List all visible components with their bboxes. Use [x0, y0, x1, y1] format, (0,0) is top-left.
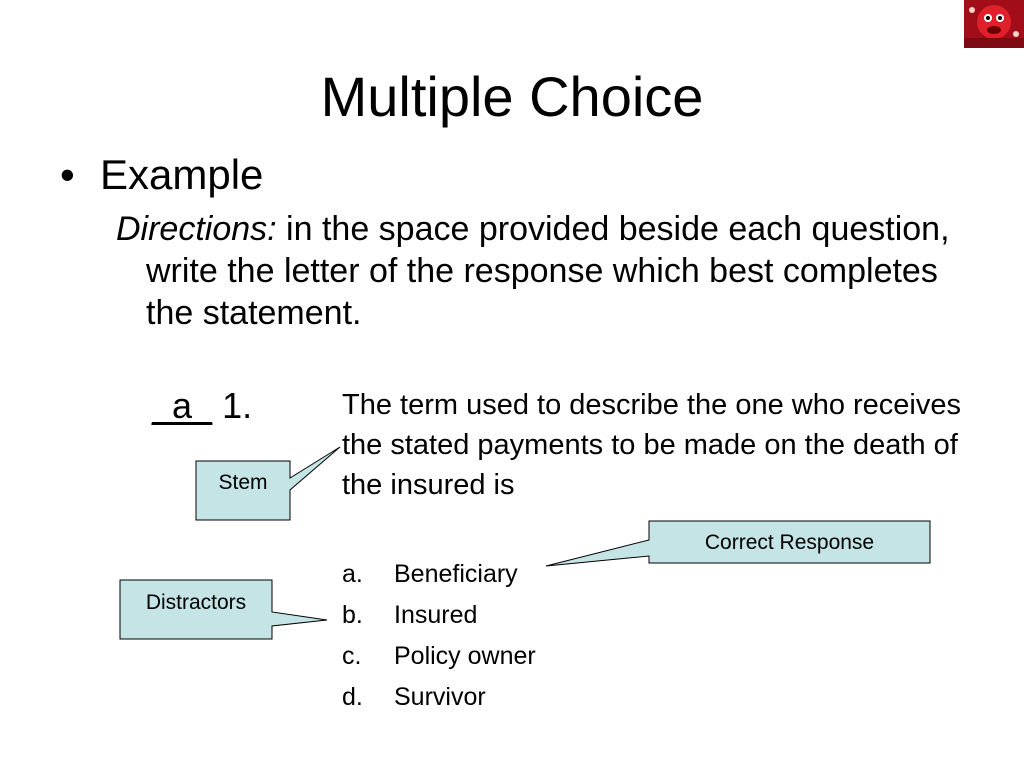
stem-callout-shape	[195, 446, 341, 521]
stem-callout-label: Stem	[218, 471, 268, 494]
options-list: a. Beneficiary b. Insured c. Policy owner d…	[342, 554, 536, 718]
distractors-callout-label: Distractors	[145, 591, 247, 614]
bullet-text: Example	[100, 151, 264, 198]
option-letter: a.	[342, 560, 363, 588]
option-text: Insured	[394, 601, 478, 629]
directions-label: Directions:	[116, 210, 277, 248]
answer-blank: _a_	[152, 385, 213, 426]
list-item: a. Beneficiary	[342, 554, 536, 595]
mascot-icon	[964, 0, 1024, 48]
answer-line: _a_ 1.	[152, 384, 252, 428]
option-text: Beneficiary	[394, 560, 518, 588]
option-text: Policy owner	[394, 642, 536, 670]
bullet-example: • Example	[60, 150, 263, 200]
option-letter: d.	[342, 683, 363, 711]
mascot-logo	[964, 0, 1024, 48]
question-number: 1.	[212, 385, 253, 426]
correct-response-callout-label: Correct Response	[704, 531, 875, 554]
directions: Directions: in the space provided beside…	[116, 208, 966, 334]
list-item: c. Policy owner	[342, 636, 536, 677]
list-item: d. Survivor	[342, 677, 536, 718]
correct-response-callout-shape	[545, 520, 931, 567]
distractors-callout-shape	[119, 579, 328, 640]
option-letter: c.	[342, 642, 362, 670]
bullet-dot: •	[60, 151, 75, 198]
option-text: Survivor	[394, 683, 486, 711]
question-stem: The term used to describe the one who re…	[342, 389, 961, 501]
option-letter: b.	[342, 601, 363, 629]
slide-title: Multiple Choice	[320, 65, 704, 128]
list-item: b. Insured	[342, 595, 536, 636]
directions-text: in the space provided beside each questi…	[146, 210, 950, 332]
